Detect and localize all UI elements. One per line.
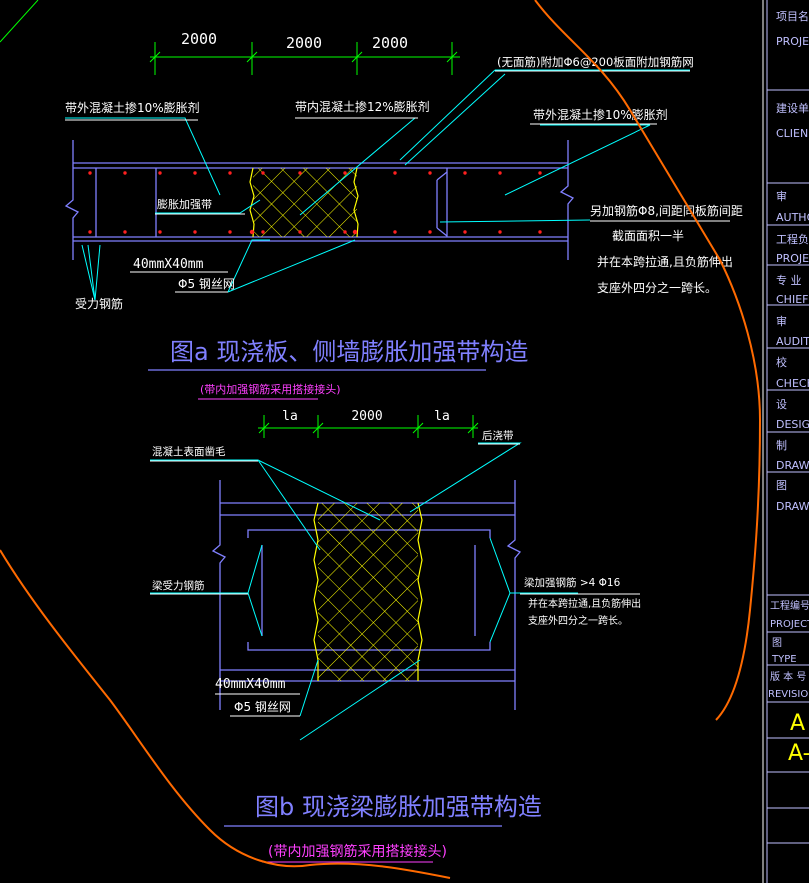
tb-row-7-en: CHECK bbox=[776, 377, 809, 390]
fig-a-mesh-wire: Φ5 钢丝网 bbox=[178, 277, 235, 291]
tb-row-6-cn: 审 bbox=[776, 314, 787, 328]
tb-row-8-en: DESIGN bbox=[776, 418, 809, 431]
fig-b-underlines bbox=[150, 443, 640, 717]
fig-b-label-post-pour: 后浇带 bbox=[482, 429, 514, 442]
fig-a-rebar-dots bbox=[88, 171, 542, 235]
revision-cloud bbox=[0, 0, 762, 879]
fig-b-mesh-size: 40mmX40mm bbox=[215, 677, 286, 692]
fig-a-note: 另加钢筋Φ8,间距同板筋间距 截面面积一半 并在本跨拉通,且负筋伸出 支座外四分… bbox=[590, 203, 743, 295]
tb-row-10-cn: 图 bbox=[776, 479, 787, 492]
tb-row-2-cn: 建设单 bbox=[776, 101, 809, 115]
fig-a-subtitle: (带内加强钢筋采用搭接接头) bbox=[200, 382, 341, 396]
tb-row-3-en: AUTHO bbox=[776, 211, 809, 224]
figure-b: la 2000 la bbox=[150, 409, 641, 863]
tb-row-4-cn: 工程负责 bbox=[776, 232, 809, 246]
fig-b-note: 梁加强钢筋 >4 Φ16 并在本跨拉通,且负筋伸出 支座外四分之一跨长。 bbox=[524, 576, 641, 627]
fig-a-dimension-line bbox=[149, 42, 460, 75]
fig-b-mesh-wire: Φ5 钢丝网 bbox=[234, 700, 291, 714]
tb-row-12-en: TYPE bbox=[771, 654, 797, 665]
fig-a-dim-3: 2000 bbox=[372, 34, 408, 52]
fig-b-mesh bbox=[318, 503, 418, 681]
fig-a-slab bbox=[64, 140, 575, 260]
fig-b-dimension-line bbox=[258, 415, 479, 438]
fig-a-title: 图a 现浇板、侧墙膨胀加强带构造 bbox=[170, 338, 528, 366]
title-block: 项目名 PROJE 建设单 CLIEN 审 AUTHO 工程负责 PROJEC … bbox=[762, 0, 809, 883]
figure-a: 2000 2000 2000 bbox=[64, 30, 743, 400]
fig-a-label-mid-concrete: 带内混凝土掺12%膨胀剂 bbox=[295, 99, 430, 114]
fig-a-note-line-3: 并在本跨拉通,且负筋伸出 bbox=[597, 254, 733, 269]
tb-sheet-code-1: A bbox=[790, 711, 805, 736]
fig-b-note-line-2: 并在本跨拉通,且负筋伸出 bbox=[528, 597, 641, 610]
fig-b-note-line-3: 支座外四分之一跨长。 bbox=[528, 614, 628, 627]
tb-row-1-en: PROJE bbox=[776, 35, 809, 48]
fig-b-dim-3: la bbox=[434, 409, 450, 424]
tb-row-11-en: PROJECT bbox=[770, 619, 809, 630]
fig-a-label-rebar: 受力钢筋 bbox=[75, 296, 123, 311]
tb-row-12-cn: 图 bbox=[772, 637, 782, 649]
tb-row-3-cn: 审 bbox=[776, 189, 787, 203]
tb-row-13-en: REVISION bbox=[768, 689, 809, 700]
tb-row-4-en: PROJEC bbox=[776, 252, 809, 265]
fig-a-mesh-size: 40mmX40mm bbox=[133, 257, 204, 272]
corner-lines bbox=[0, 0, 39, 43]
tb-row-9-cn: 制 bbox=[776, 439, 787, 452]
tb-row-5-cn: 专 业 bbox=[776, 273, 802, 287]
tb-row-10-en: DRAWI bbox=[776, 500, 809, 513]
tb-row-13-cn: 版 本 号 bbox=[770, 670, 806, 683]
tb-row-9-en: DRAWI bbox=[776, 459, 809, 472]
fig-a-leader-underlines bbox=[65, 70, 730, 293]
tb-row-5-en: CHIEF bbox=[776, 293, 808, 306]
fig-a-label-left-concrete: 带外混凝土掺10%膨胀剂 bbox=[65, 100, 200, 115]
tb-row-8-cn: 设 bbox=[776, 398, 787, 411]
tb-row-11-cn: 工程编号 bbox=[770, 599, 809, 612]
fig-b-title: 图b 现浇梁膨胀加强带构造 bbox=[255, 793, 542, 821]
fig-a-label-right-concrete: 带外混凝土掺10%膨胀剂 bbox=[533, 107, 668, 122]
tb-row-1-cn: 项目名 bbox=[776, 9, 809, 23]
tb-row-6-en: AUDITI bbox=[776, 335, 809, 348]
fig-a-mesh bbox=[253, 168, 357, 237]
fig-b-label-beam-rebar: 梁受力钢筋 bbox=[152, 579, 205, 592]
fig-a-dim-2: 2000 bbox=[286, 34, 322, 52]
tb-sheet-code-2: A- bbox=[788, 741, 809, 766]
tb-row-7-cn: 校 bbox=[776, 355, 787, 369]
fig-a-note-line-4: 支座外四分之一跨长。 bbox=[597, 280, 717, 295]
fig-b-note-line-1: 梁加强钢筋 >4 Φ16 bbox=[524, 576, 621, 589]
fig-a-note-line-1: 另加钢筋Φ8,间距同板筋间距 bbox=[590, 203, 743, 218]
fig-a-note-line-2: 截面面积一半 bbox=[612, 229, 684, 243]
fig-a-dim-1: 2000 bbox=[181, 30, 217, 48]
fig-b-dim-1: la bbox=[282, 409, 298, 424]
fig-a-label-top-note: (无面筋)附加Φ6@200板面附加钢筋网 bbox=[497, 55, 694, 69]
fig-b-label-rough: 混凝土表面凿毛 bbox=[152, 445, 226, 458]
fig-b-subtitle: (带内加强钢筋采用搭接接头) bbox=[268, 843, 447, 860]
fig-a-label-strip: 膨胀加强带 bbox=[157, 197, 212, 211]
tb-row-2-en: CLIEN bbox=[776, 127, 808, 140]
fig-b-leaders bbox=[150, 442, 578, 741]
fig-b-dim-2: 2000 bbox=[351, 409, 382, 424]
